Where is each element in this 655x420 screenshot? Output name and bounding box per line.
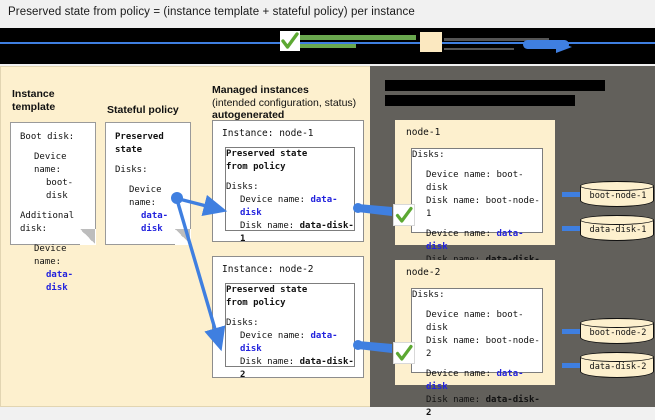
legend-grey-line [444, 38, 549, 41]
data-device-value: data-disk [426, 229, 524, 252]
diagram-stage: Preserved state from policy = (instance … [0, 6, 655, 418]
preserved-state-box: Preserved state from policy Disks: Devic… [225, 147, 355, 244]
managed-instance-node-2: Instance: node-2 Preserved state from po… [212, 256, 364, 380]
disk-name-label: Disk name: [240, 357, 295, 367]
instance-template-heading-l1: Instance [12, 88, 55, 100]
status-check-icon-node-1 [393, 204, 415, 226]
data-device-label: Device name: [426, 369, 492, 379]
node-disks-box: Disks: Device name: boot-disk Disk name:… [411, 148, 543, 278]
legend-green-line [296, 35, 416, 40]
boot-disk-label: Boot disk: [20, 132, 75, 142]
actual-node-2-card: node-2 Disks: Device name: boot-disk Dis… [395, 260, 555, 418]
preserved-state-label-l1: Preserved [115, 132, 164, 142]
disk-name-value: data-disk-2 [240, 357, 354, 380]
disk-cylinder-boot-node-2: boot-node-2 [579, 317, 654, 344]
cylinder-label: data-disk-2 [589, 362, 647, 372]
legend-check-icon [280, 31, 300, 51]
device-name-label: Device name: [240, 195, 306, 205]
legend-grey-line-2 [444, 48, 514, 50]
cylinder-lid [579, 317, 654, 328]
node-title: node-2 [406, 267, 441, 278]
preserved-state-l2: from policy [226, 162, 286, 172]
stateful-policy-heading: Stateful policy [107, 104, 179, 116]
connector-data-disk-2 [562, 363, 584, 368]
cylinder-label: boot-node-1 [589, 191, 647, 201]
right-panel-heading-redacted-1 [385, 80, 605, 91]
boot-device-row: Device name: boot-disk [426, 170, 524, 193]
managed-instance-node-1: Instance: node-1 Preserved state from po… [212, 120, 364, 244]
legend-beige-swatch [420, 32, 442, 52]
instance-template-heading-l2: template [12, 100, 56, 113]
legend-blue-bar [523, 40, 569, 49]
additional-disk-label-l2: disk: [20, 224, 48, 234]
policy-device-name-label: Device name: [129, 185, 162, 208]
cylinder-label: boot-node-2 [589, 328, 647, 338]
disk-cylinder-data-disk-1: data-disk-1 [579, 214, 654, 241]
disk-cylinder-data-disk-2: data-disk-2 [579, 351, 654, 378]
device-name-label: Device name: [240, 331, 306, 341]
cylinder-label: data-disk-1 [589, 225, 647, 235]
connector-data-disk-1 [562, 226, 584, 231]
instance-template-card: Boot disk: Device name: boot-disk Additi… [10, 122, 96, 293]
boot-device-name-value: boot-disk [46, 178, 74, 201]
policy-disks-label: Disks: [115, 165, 148, 175]
preserved-state-l1: Preserved state [226, 285, 308, 295]
preserved-state-label-l2: state [115, 145, 143, 155]
instance-title: Instance: node-1 [222, 128, 314, 139]
disks-label: Disks: [412, 150, 445, 160]
additional-device-name-value: data-disk [46, 270, 74, 293]
instance-title: Instance: node-2 [222, 264, 314, 275]
disks-label: Disks: [226, 182, 259, 192]
data-device-value: data-disk [426, 369, 524, 392]
stateful-policy-card: Preserved state Disks: Device name: data… [105, 122, 191, 245]
legend-green-line-2 [296, 44, 356, 48]
cylinder-lid [579, 180, 654, 191]
disks-label: Disks: [226, 318, 259, 328]
cylinder-lid [579, 351, 654, 362]
data-device-label: Device name: [426, 229, 492, 239]
disk-name-value: data-disk-1 [240, 221, 354, 244]
device-name-value: data-disk [240, 331, 338, 354]
preserved-state-box: Preserved state from policy Disks: Devic… [225, 283, 355, 380]
policy-device-name-value: data-disk [141, 211, 169, 234]
folded-corner-icon [80, 229, 96, 245]
additional-device-name-label: Device name: [34, 244, 67, 267]
disk-cylinder-boot-node-1: boot-node-1 [579, 180, 654, 207]
folded-corner-icon [175, 229, 191, 245]
managed-instances-heading: Managed instances (intended configuratio… [212, 84, 356, 122]
boot-device-row: Device name: boot-disk [426, 310, 524, 333]
additional-disk-label-l1: Additional [20, 211, 75, 221]
managed-instances-heading-l1: Managed instances [212, 84, 309, 96]
status-check-icon-node-2 [393, 342, 415, 364]
preserved-state-l2: from policy [226, 298, 286, 308]
banner-black-bar [0, 28, 655, 35]
preserved-state-l1: Preserved state [226, 149, 308, 159]
cylinder-lid [579, 214, 654, 225]
banner-blue-rule [0, 42, 655, 44]
boot-disk-row: Disk name: boot-node-2 [426, 336, 540, 359]
page-title: Preserved state from policy = (instance … [8, 6, 415, 18]
connector-boot-node-1 [562, 192, 584, 197]
node-disks-box: Disks: Device name: boot-disk Disk name:… [411, 288, 543, 418]
managed-instances-heading-l2: (intended configuration, status) [212, 96, 357, 109]
node-title: node-1 [406, 127, 441, 138]
device-name-value: data-disk [240, 195, 338, 218]
managed-instances-heading-l3: autogenerated [212, 109, 285, 121]
boot-device-name-label: Device name: [34, 152, 67, 175]
right-panel-heading-redacted-2 [385, 95, 575, 106]
boot-disk-row: Disk name: boot-node-1 [426, 196, 540, 219]
actual-node-1-card: node-1 Disks: Device name: boot-disk Dis… [395, 120, 555, 278]
data-disk-label: Disk name: [426, 395, 481, 405]
legend-blue-arrow-icon [556, 41, 572, 53]
connector-boot-node-2 [562, 329, 584, 334]
instance-template-heading: Instance template [12, 88, 55, 113]
disk-name-label: Disk name: [240, 221, 295, 231]
disks-label: Disks: [412, 290, 445, 300]
